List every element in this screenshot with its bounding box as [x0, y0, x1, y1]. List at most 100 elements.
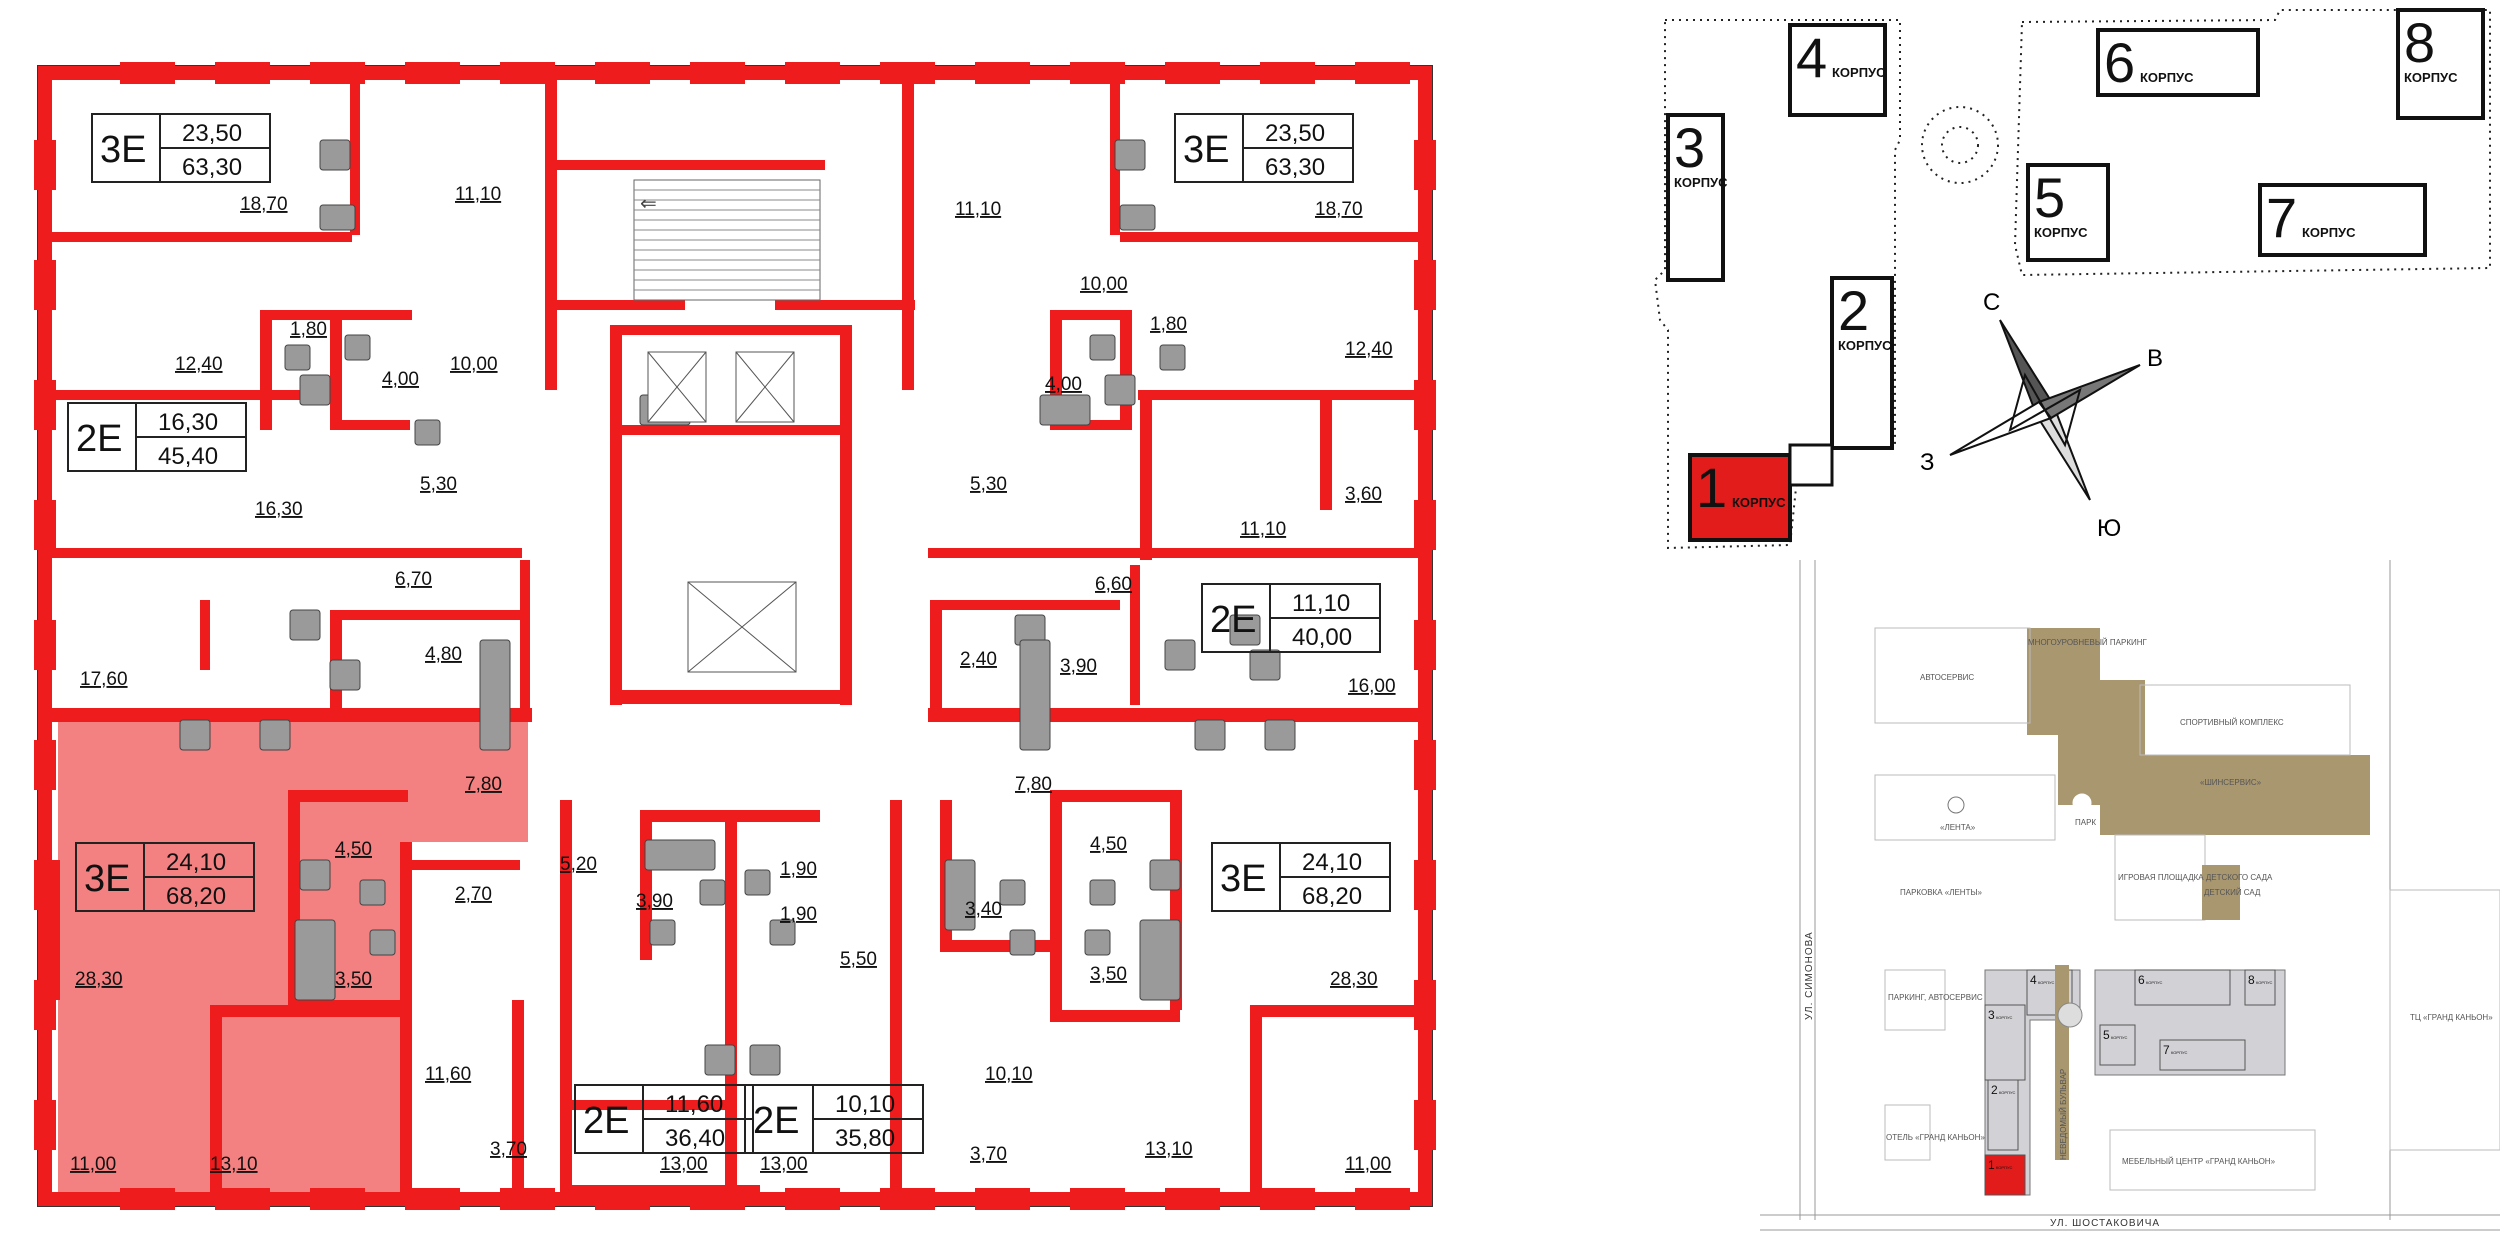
room-area-label: 6,60 — [1095, 574, 1132, 595]
room-area-label: 11,10 — [455, 184, 501, 205]
label-kindergarten: ДЕТСКИЙ САД — [2204, 888, 2261, 897]
room-area-label: 11,00 — [70, 1154, 116, 1175]
building-number: 3 — [1674, 116, 1705, 179]
building-word: КОРПУС — [1832, 65, 1886, 80]
connector-block — [1788, 443, 1834, 487]
room-area-label: 28,30 — [75, 969, 123, 990]
room-area-label: 4,00 — [382, 369, 419, 390]
apartment-label-box[interactable]: 2Е 10,10 35,80 — [744, 1084, 924, 1154]
apartment-total-area: 63,30 — [1265, 154, 1325, 181]
label-sport: СПОРТИВНЫЙ КОМПЛЕКС — [2180, 718, 2284, 727]
map-building-number: 5 — [2103, 1028, 2110, 1042]
label-playground: ИГРОВАЯ ПЛОЩАДКА ДЕТСКОГО САДА — [2118, 873, 2273, 882]
map-building-word: КОРПУС — [2111, 1035, 2127, 1040]
room-area-label: 3,40 — [965, 899, 1002, 920]
room-area-label: 13,00 — [660, 1154, 708, 1175]
map-building-number: 6 — [2138, 973, 2145, 987]
room-area-label: 1,90 — [780, 904, 817, 925]
map-building-number: 7 — [2163, 1043, 2170, 1057]
building-number: 2 — [1838, 279, 1869, 342]
label-street-bottom: УЛ. ШОСТАКОВИЧА — [2050, 1218, 2160, 1229]
map-building-word: КОРПУС — [1999, 1090, 2015, 1095]
building-number: 8 — [2404, 11, 2435, 74]
room-area-label: 3,50 — [335, 969, 372, 990]
nearby-buildings — [1874, 627, 2500, 1191]
room-area-label: 17,60 — [80, 669, 128, 690]
room-area-label: 13,10 — [1145, 1139, 1193, 1160]
room-area-label: 3,90 — [1060, 656, 1097, 677]
label-street-left: УЛ. СИМОНОВА — [1804, 931, 1815, 1020]
apartment-type: 2Е — [753, 1100, 799, 1142]
park-icon — [2072, 793, 2092, 813]
building-number: 7 — [2266, 186, 2297, 249]
label-shinservis: «ШИНСЕРВИС» — [2200, 778, 2262, 787]
apartment-living-area: 11,10 — [1292, 590, 1350, 617]
room-area-label: 3,70 — [970, 1144, 1007, 1165]
label-parking-multi: МНОГОУРОВНЕВЫЙ ПАРКИНГ — [2028, 638, 2148, 647]
walls — [34, 62, 1436, 1210]
room-area-label: 5,20 — [560, 854, 597, 875]
room-area-label: 5,30 — [420, 474, 457, 495]
map-building-word: КОРПУС — [1996, 1015, 2012, 1020]
site-boundary-right — [2013, 9, 2491, 277]
room-area-label: 3,50 — [1090, 964, 1127, 985]
apartment-living-area: 23,50 — [182, 120, 242, 147]
apartment-total-area: 68,20 — [166, 883, 226, 910]
map-building-number: 8 — [2248, 973, 2255, 987]
apartment-type: 3Е — [1220, 858, 1266, 900]
building-word: КОРПУС — [2140, 70, 2194, 85]
label-autoservice: АВТОСЕРВИС — [1920, 673, 1974, 682]
room-area-label: 10,00 — [1080, 274, 1128, 295]
apartment-living-area: 24,10 — [1302, 849, 1362, 876]
room-area-label: 12,40 — [175, 354, 223, 375]
room-area-label: 12,40 — [1345, 339, 1393, 360]
roundabout — [1921, 106, 1999, 184]
map-building-number: 3 — [1988, 1008, 1995, 1022]
building-word: КОРПУС — [1732, 495, 1786, 510]
apartment-total-area: 35,80 — [835, 1125, 895, 1152]
map-building-word: КОРПУС — [2038, 980, 2054, 985]
room-area-label: 18,70 — [240, 194, 288, 215]
map-building-word: КОРПУС — [1996, 1165, 2012, 1170]
apartment-type: 3Е — [1183, 129, 1229, 171]
compass-north: С — [1983, 289, 2000, 316]
room-area-label: 5,30 — [970, 474, 1007, 495]
apartment-total-area: 63,30 — [182, 154, 242, 181]
compass-west: З — [1920, 449, 1935, 476]
apartment-total-area: 40,00 — [1292, 624, 1352, 651]
map-roundabout — [2057, 1002, 2083, 1028]
building-number: 6 — [2104, 31, 2135, 94]
apartment-living-area: 10,10 — [835, 1091, 895, 1118]
room-area-label: 13,00 — [760, 1154, 808, 1175]
room-area-label: 4,00 — [1045, 374, 1082, 395]
room-area-label: 1,80 — [290, 319, 327, 340]
building-number: 1 — [1696, 456, 1727, 519]
building-word: КОРПУС — [2302, 225, 2356, 240]
room-area-label: 2,70 — [455, 884, 492, 905]
building-word: КОРПУС — [1674, 175, 1728, 190]
